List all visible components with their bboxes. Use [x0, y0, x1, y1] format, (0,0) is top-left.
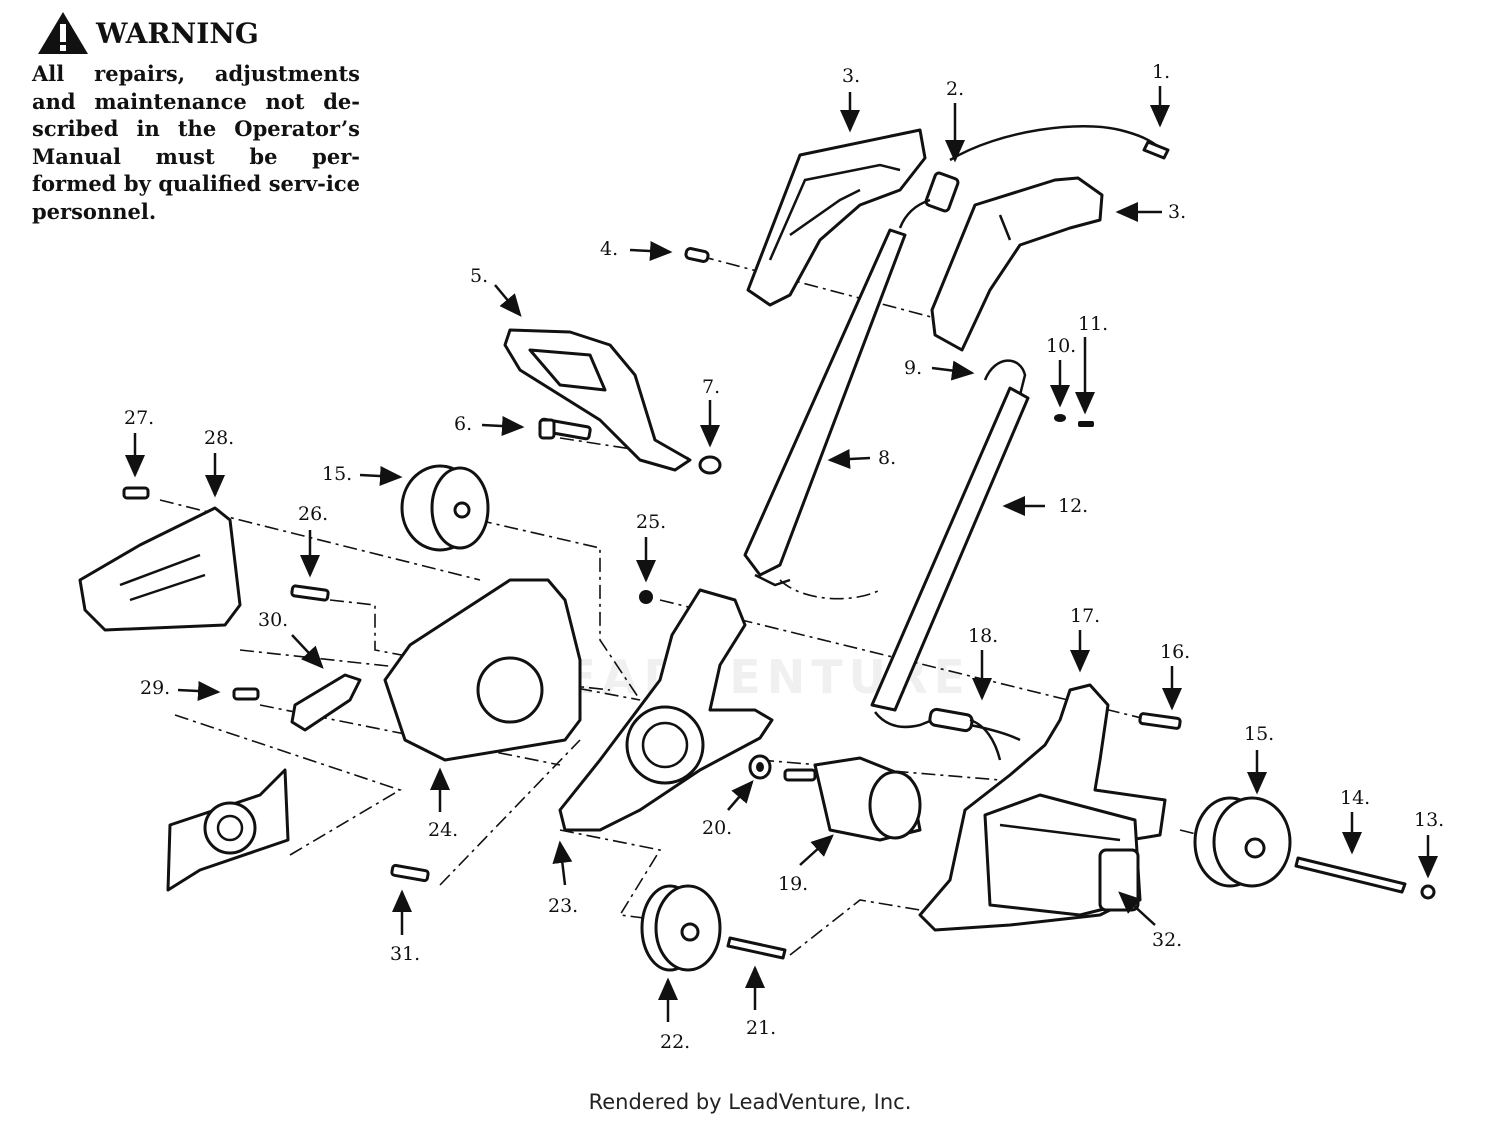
callout-31: 31.: [390, 943, 420, 965]
callout-3-right: 3.: [1168, 201, 1186, 223]
part-15-wheel-upper: [400, 464, 490, 552]
part-2-switch: [898, 171, 960, 229]
part-26-bolt: [290, 584, 330, 602]
part-13-nut: [1420, 884, 1436, 900]
callout-13: 13.: [1414, 809, 1444, 831]
part-29-screw: [232, 687, 260, 701]
callout-28: 28.: [204, 427, 234, 449]
footer-credit: Rendered by LeadVenture, Inc.: [588, 1090, 912, 1114]
callout-4: 4.: [600, 238, 618, 260]
part-4-screw: [684, 247, 710, 263]
callout-26: 26.: [298, 503, 328, 525]
callout-27: 27.: [124, 407, 154, 429]
warning-title: WARNING: [96, 16, 259, 50]
part-32-motor-cover: [1098, 848, 1140, 912]
callout-12: 12.: [1058, 495, 1088, 517]
part-28-blade-guard: [78, 506, 242, 632]
warning-text: All repairs, adjustments and maintenance…: [32, 61, 360, 224]
part-5-cord-guide: [503, 328, 692, 472]
callout-32: 32.: [1152, 929, 1182, 951]
callout-labels: 1. 2. 3. 3. 4. 5. 6. 7. 8. 9. 10. 11. 12…: [124, 61, 1444, 1053]
callout-18: 18.: [968, 625, 998, 647]
part-25-nut: [639, 590, 653, 604]
part-23-frame: [558, 588, 774, 832]
callout-3-top: 3.: [842, 65, 860, 87]
part-31-bolt: [390, 863, 430, 883]
callout-15-upper: 15.: [322, 463, 352, 485]
part-20-washer: [748, 754, 772, 780]
callout-20: 20.: [702, 817, 732, 839]
callout-17: 17.: [1070, 605, 1100, 627]
part-8-upper-tube: [743, 228, 907, 587]
callout-24: 24.: [428, 819, 458, 841]
callout-15-right: 15.: [1244, 723, 1274, 745]
callout-11: 11.: [1078, 313, 1108, 335]
part-27-screw: [122, 486, 150, 500]
callout-23: 23.: [548, 895, 578, 917]
callout-16: 16.: [1160, 641, 1190, 663]
part-21-pin: [726, 936, 787, 960]
callout-19: 19.: [778, 873, 808, 895]
part-11-screw: [1078, 421, 1094, 427]
part-9-tube-bend: [983, 359, 1027, 396]
callout-8: 8.: [878, 447, 896, 469]
part-24-blade-housing: [383, 578, 582, 762]
part-7-wing-nut: [698, 455, 722, 475]
part-6-bolt: [538, 417, 592, 441]
blade: [166, 768, 290, 892]
part-10-washer: [1054, 414, 1066, 422]
callout-arrows: [125, 86, 1438, 1022]
callout-7: 7.: [702, 376, 720, 398]
callout-30: 30.: [258, 609, 288, 631]
callout-9: 9.: [904, 357, 922, 379]
part-14-axle: [1294, 856, 1407, 894]
callout-2: 2.: [946, 78, 964, 100]
callout-1: 1.: [1152, 61, 1170, 83]
callout-5: 5.: [470, 265, 488, 287]
part-3-handle-right: [930, 176, 1104, 352]
part-22-wheel: [640, 884, 722, 972]
callout-29: 29.: [140, 677, 170, 699]
callout-25: 25.: [636, 511, 666, 533]
part-30-bracket: [290, 673, 362, 732]
callout-22: 22.: [660, 1031, 690, 1053]
part-1-power-cord: [949, 125, 1170, 162]
part-16-bolt: [1138, 712, 1182, 730]
warning-triangle-icon: [38, 12, 88, 54]
callout-10: 10.: [1046, 335, 1076, 357]
warning-header: WARNING: [36, 10, 259, 56]
callout-21: 21.: [746, 1017, 776, 1039]
callout-6: 6.: [454, 413, 472, 435]
callout-14: 14.: [1340, 787, 1370, 809]
part-3-handle-left: [746, 128, 927, 307]
part-12-lower-tube: [870, 386, 1030, 729]
part-19-motor: [783, 756, 922, 842]
part-18-wire-harness: [928, 707, 1021, 761]
part-15-wheel-right: [1193, 796, 1292, 888]
